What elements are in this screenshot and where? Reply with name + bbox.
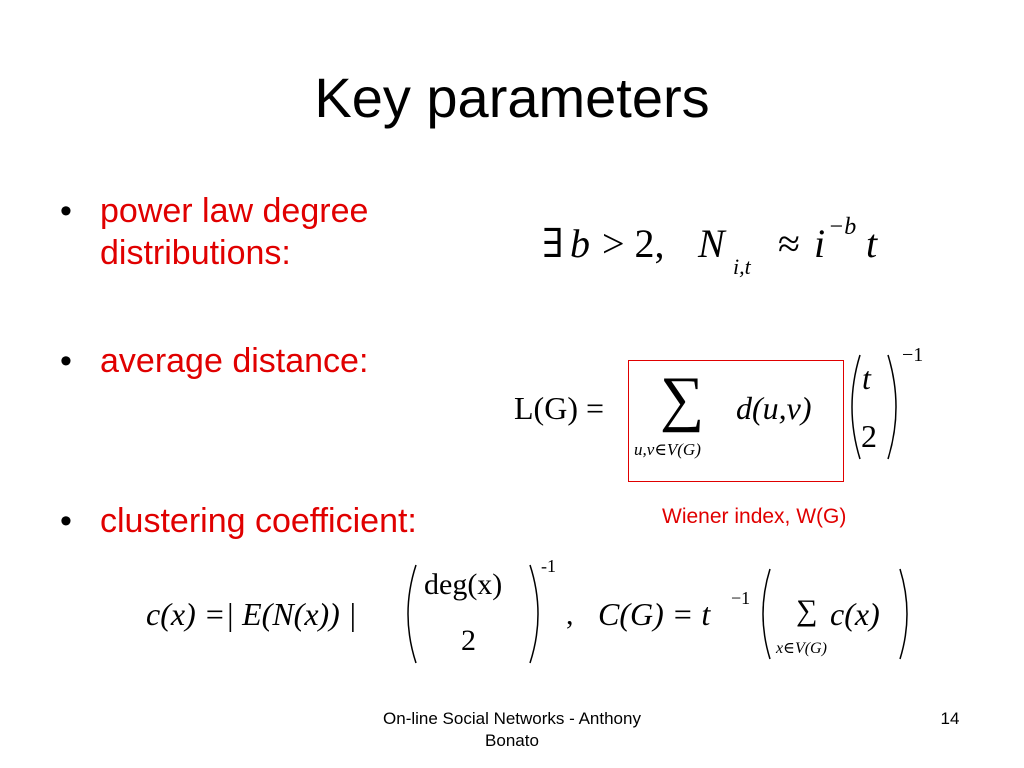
var-b: b xyxy=(570,221,590,266)
global-clustering-lhs: C(G) = t xyxy=(598,596,711,632)
sum-symbol: ∑ xyxy=(796,594,818,627)
bullet-dot: • xyxy=(60,342,72,380)
slide-title: Key parameters xyxy=(314,66,710,129)
bullet-text-line1: power law degree xyxy=(100,192,369,230)
page-number: 14 xyxy=(940,709,960,728)
exists-symbol: ∃ xyxy=(542,221,564,266)
clustering-lhs: c(x) =| E(N(x)) | xyxy=(146,596,357,632)
footer-text: On-line Social Networks - Anthony Bonato xyxy=(340,708,684,752)
approx-symbol: ≈ xyxy=(778,221,800,266)
sum-parentheses xyxy=(762,568,908,660)
footer-line1: On-line Social Networks - Anthony xyxy=(383,709,641,728)
binom-bottom-2: 2 xyxy=(461,624,476,657)
exponent-minus-b: −b xyxy=(828,214,857,240)
bullet-dot: • xyxy=(60,502,72,540)
bullet-text: average distance: xyxy=(100,342,369,380)
comma: , xyxy=(566,598,574,631)
binom-top-t: t xyxy=(862,360,871,396)
footer-line2: Bonato xyxy=(485,731,539,750)
var-N: N xyxy=(698,221,725,266)
bullet-text: clustering coefficient: xyxy=(100,502,417,540)
binomial-parentheses-deg xyxy=(407,564,539,664)
var-t: t xyxy=(866,221,878,266)
sum-subscript: x∈V(G) xyxy=(776,640,827,657)
binom-top-deg: deg(x) xyxy=(424,568,503,601)
lhs-L-of-G: L(G) = xyxy=(514,390,605,426)
N-subscript: i,t xyxy=(733,254,751,279)
wiener-index-box xyxy=(628,360,844,482)
sum-symbol: ∑ xyxy=(660,365,705,433)
bullet-text-line2: distributions: xyxy=(100,234,291,272)
exponent-minus-one: −1 xyxy=(902,344,924,366)
var-i: i xyxy=(814,221,826,266)
binomial-parentheses xyxy=(851,354,897,460)
greater-than-two: > 2, xyxy=(602,221,665,266)
binom-bottom-2: 2 xyxy=(861,418,877,454)
exponent-minus-one: -1 xyxy=(541,556,556,576)
sum-subscript: u,v∈V(G) xyxy=(634,440,701,459)
distance-term: d(u,v) xyxy=(736,390,812,426)
wiener-index-label: Wiener index, W(G) xyxy=(662,505,847,528)
sum-term: c(x) xyxy=(830,596,880,632)
bullet-dot: • xyxy=(60,192,72,230)
t-exponent: −1 xyxy=(731,588,751,608)
